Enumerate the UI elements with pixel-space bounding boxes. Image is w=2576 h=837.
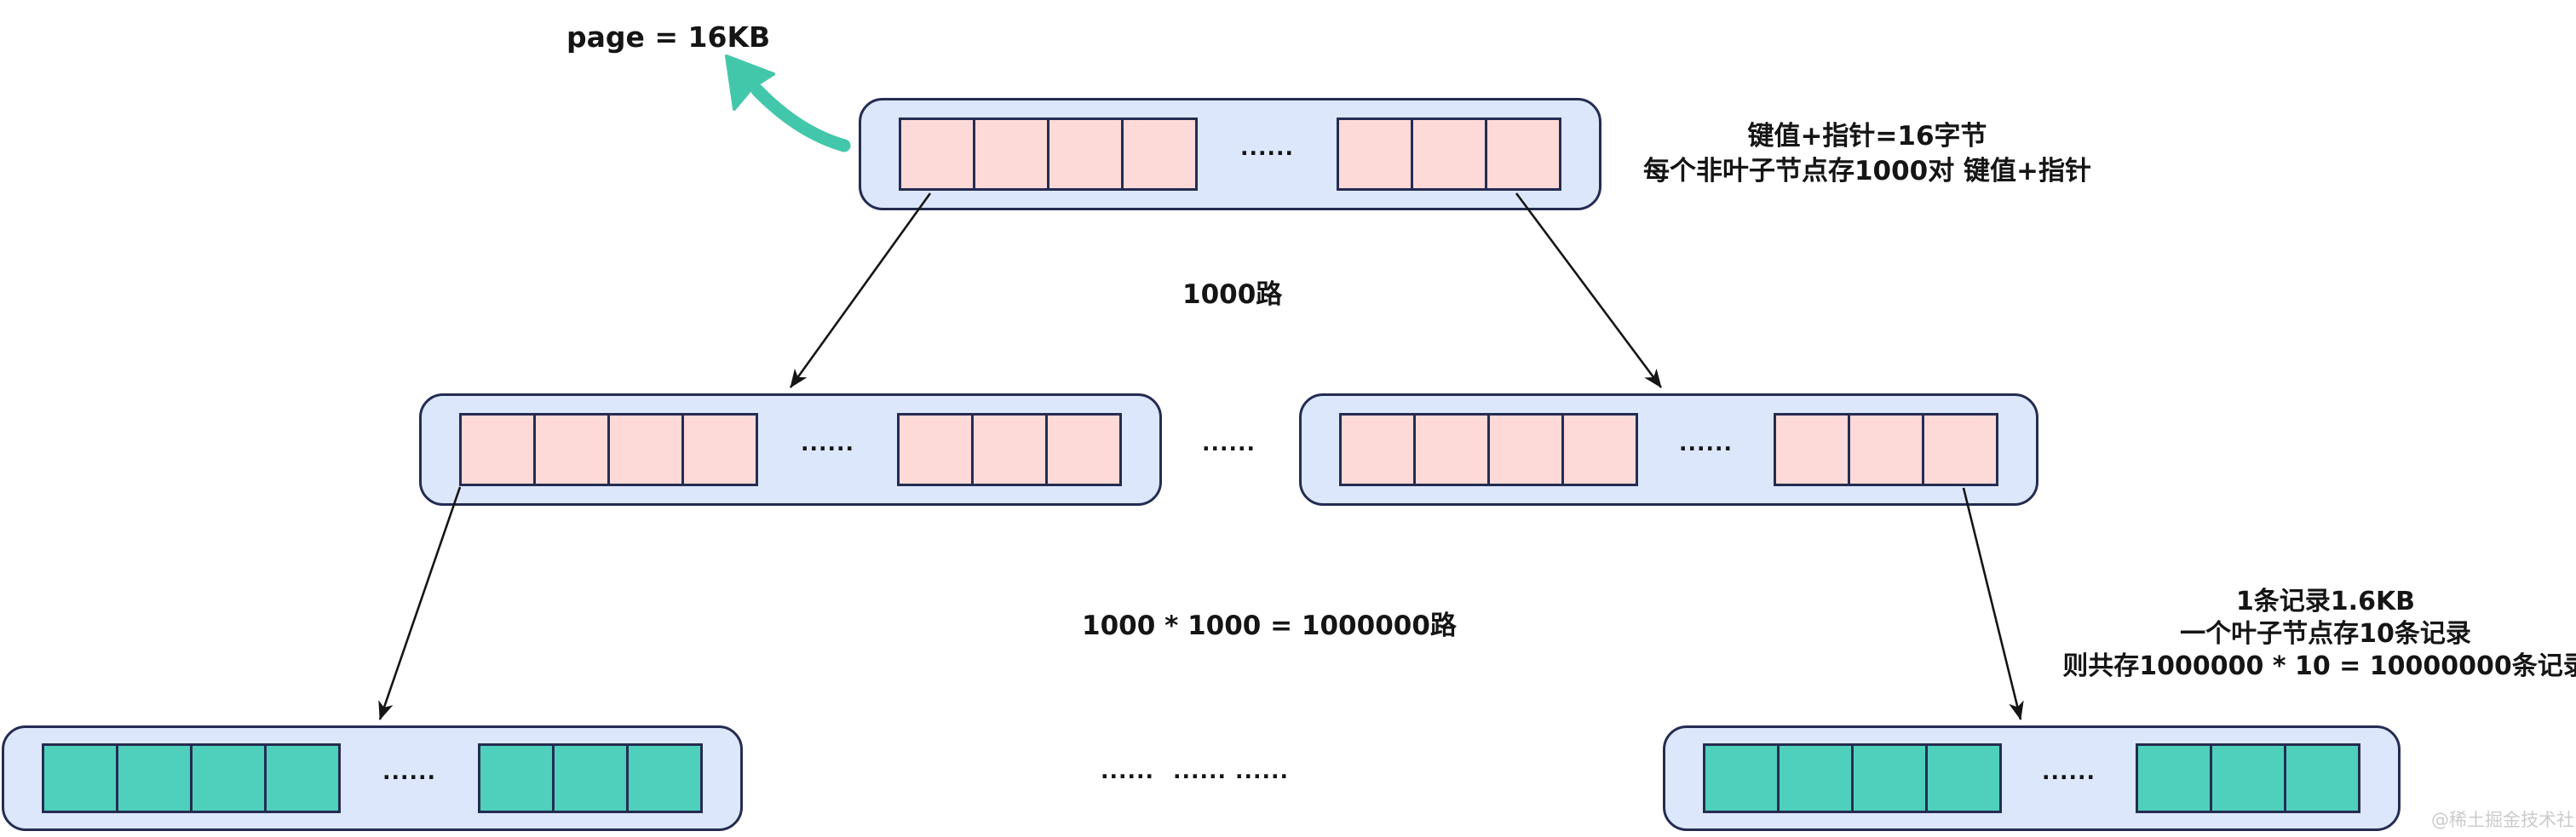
leaf-node-note-line1: 1条记录1.6KB [2235, 587, 2416, 616]
mid-right-node: ...... [1299, 393, 2038, 506]
leaf-right-node: ...... [1663, 725, 2401, 831]
internal-cell [1561, 416, 1636, 484]
ellipsis-dots: ...... [1101, 759, 1154, 783]
internal-cell [1413, 416, 1487, 484]
leaf-cell [480, 746, 552, 811]
mid-right-cell-group-left [1339, 413, 1638, 486]
leaf-cell [44, 746, 116, 811]
internal-node-note: 键值+指针=16字节 每个非叶子节点存1000对 键值+指针 [1586, 119, 2148, 189]
internal-cell [1484, 120, 1559, 188]
internal-cell [1775, 416, 1848, 484]
internal-node-note-line1: 键值+指针=16字节 [1747, 121, 1987, 152]
internal-cell [1121, 120, 1195, 188]
internal-cell [1487, 416, 1561, 484]
fanout-level1-label: 1000路 [1182, 279, 1283, 310]
leaf-cell [190, 746, 264, 811]
internal-cell [1342, 416, 1413, 484]
internal-cell [1847, 416, 1922, 484]
ellipsis-dots: ...... [801, 430, 854, 456]
internal-node-note-line2: 每个非叶子节点存1000对 键值+指针 [1642, 156, 2092, 186]
internal-cell [901, 120, 973, 188]
leaf-cell [551, 746, 626, 811]
page-size-arrow-shaft [750, 83, 851, 152]
ellipsis-dots: ...... [1234, 759, 1289, 783]
leaf-right-cell-group-left [1703, 743, 2002, 813]
leaf-node-note-line3: 则共存1000000 * 10 = 10000000条记录 [2062, 651, 2576, 681]
edge-mid-right-to-leaf-right [1962, 487, 2024, 720]
fanout-level2-label: 1000 * 1000 = 1000000路 [1082, 611, 1457, 641]
leaf-left-cell-group-left [42, 743, 341, 813]
root-node: ...... [859, 98, 1601, 210]
page-size-arrow-head [725, 54, 775, 111]
leaf-cell [2283, 746, 2358, 811]
internal-cell [973, 120, 1047, 188]
ellipsis-dots: ...... [1679, 430, 1733, 456]
leaf-cell [2137, 746, 2210, 811]
leaf-cell [264, 746, 338, 811]
internal-cell [607, 416, 681, 484]
leaf-cell [1777, 746, 1851, 811]
page-size-label: page = 16KB [566, 20, 771, 54]
mid-left-node: ...... [419, 393, 1162, 506]
internal-cell [681, 416, 756, 484]
leaf-node-note-line2: 一个叶子节点存10条记录 [2180, 619, 2471, 649]
leaf-cell [2209, 746, 2284, 811]
leaf-cell [625, 746, 700, 811]
ellipsis-dots: ...... [1172, 759, 1227, 783]
edge-root-to-mid-left [789, 192, 932, 388]
internal-cell [1410, 120, 1485, 188]
internal-cell [1921, 416, 1996, 484]
internal-cell [1047, 120, 1121, 188]
edge-mid-left-to-leaf-left [378, 486, 462, 720]
leaf-cell [1851, 746, 1925, 811]
leaf-left-cell-group-right [477, 743, 703, 813]
mid-left-cell-group-left [459, 413, 758, 486]
ellipsis-dots: ...... [1202, 431, 1256, 456]
internal-cell [1338, 120, 1411, 188]
root-cell-group-left [899, 118, 1198, 191]
leaf-left-node: ...... [2, 725, 743, 831]
watermark: @稀土掘金技术社区 [2431, 810, 2576, 830]
internal-cell [899, 416, 971, 484]
leaf-cell [116, 746, 190, 811]
internal-cell [970, 416, 1045, 484]
ellipsis-dots-row: ...... ...... ...... [1101, 760, 1289, 782]
leaf-node-note: 1条记录1.6KB 一个叶子节点存10条记录 则共存1000000 * 10 =… [2053, 586, 2576, 683]
internal-cell [1044, 416, 1119, 484]
internal-cell [462, 416, 533, 484]
leaf-right-cell-group-right [2135, 743, 2360, 813]
internal-cell [533, 416, 607, 484]
ellipsis-dots: ...... [1240, 135, 1294, 160]
mid-right-cell-group-right [1773, 413, 1998, 486]
ellipsis-dots: ...... [2042, 759, 2096, 784]
leaf-cell [1925, 746, 1999, 811]
leaf-cell [1705, 746, 1777, 811]
mid-left-cell-group-right [896, 413, 1122, 486]
edge-root-to-mid-right [1515, 192, 1663, 388]
ellipsis-dots: ...... [382, 759, 436, 784]
root-cell-group-right [1336, 118, 1561, 191]
